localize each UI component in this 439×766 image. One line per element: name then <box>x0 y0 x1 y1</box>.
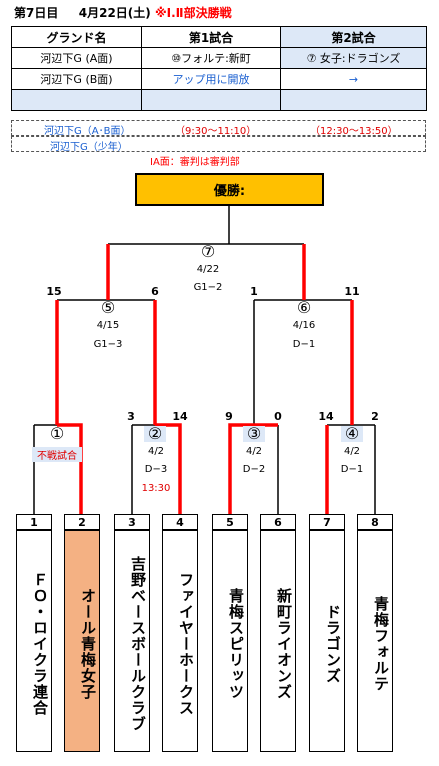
schedule-table: グランド名 第1試合 第2試合 河辺下G (A面) ⑩フォルテ:新町 ⑦ 女子:… <box>11 26 427 111</box>
date-label: 4月22日(土) <box>78 6 151 20</box>
match-7-number: ⑦ <box>200 242 216 261</box>
match-4-score-right: 2 <box>371 410 379 423</box>
match-4-venue: D−1 <box>340 464 364 475</box>
team-4-name: ファイヤーホークス <box>162 530 198 752</box>
youth-row <box>11 136 426 152</box>
col-game1: 第1試合 <box>141 26 281 48</box>
row2-ground: 河辺下G (B面) <box>11 68 142 90</box>
row3-game1 <box>141 89 281 111</box>
team-8-number: 8 <box>357 514 393 530</box>
match-2-date: 4/2 <box>147 446 165 457</box>
team-7-name: ドラゴンズ <box>309 530 345 752</box>
match-3-venue: D−2 <box>242 464 266 475</box>
referee-note: ⅠA面：審判は審判部 <box>150 157 240 168</box>
match-5-score-left: 15 <box>46 285 62 298</box>
row3-game2 <box>280 89 427 111</box>
match-5-number: ⑤ <box>100 298 116 317</box>
champion-label: 優勝: <box>213 184 246 199</box>
match-6-venue: D−1 <box>292 339 316 350</box>
match-1-status: 不戦試合 <box>32 447 82 462</box>
match-3-score-left: 9 <box>225 410 233 423</box>
team-1-name: ＦＯ・ロイクラ連合 <box>16 530 52 752</box>
match-3-score-right: 0 <box>274 410 282 423</box>
match-1-number: ① <box>49 424 65 443</box>
match-4-number: ④ <box>341 426 363 442</box>
match-2-score-right: 14 <box>172 410 188 423</box>
champion-box: 優勝: <box>135 173 324 206</box>
match-5-date: 4/15 <box>96 320 120 331</box>
col-ground: グランド名 <box>11 26 142 48</box>
day-label: 第7日目 <box>14 6 59 20</box>
col-game2: 第2試合 <box>280 26 427 48</box>
team-1-number: 1 <box>16 514 52 530</box>
match-6-number: ⑥ <box>296 298 312 317</box>
time-ground: 河辺下G（A･B面） <box>44 126 131 137</box>
header-note: ※Ⅰ.Ⅱ部決勝戦 <box>154 6 232 20</box>
team-4-number: 4 <box>162 514 198 530</box>
row2-game1: アップ用に開放 <box>141 68 281 90</box>
youth-ground: 河辺下G（少年） <box>50 142 128 153</box>
time-row <box>11 120 426 136</box>
match-2-venue: D−3 <box>144 464 168 475</box>
team-5-name: 青梅スピリッツ <box>212 530 248 752</box>
team-5-number: 5 <box>212 514 248 530</box>
match-6-score-right: 11 <box>344 285 360 298</box>
team-2-number: 2 <box>64 514 100 530</box>
time-game2: （12:30〜13:50） <box>310 126 398 137</box>
team-7-number: 7 <box>309 514 345 530</box>
match-6-date: 4/16 <box>292 320 316 331</box>
match-4-score-left: 14 <box>318 410 334 423</box>
match-7-date: 4/22 <box>196 264 220 275</box>
match-6-score-left: 1 <box>250 285 258 298</box>
team-3-number: 3 <box>114 514 150 530</box>
match-3-date: 4/2 <box>245 446 263 457</box>
match-4-date: 4/2 <box>343 446 361 457</box>
time-game1: （9:30〜11:10） <box>175 126 257 137</box>
match-3-number: ③ <box>243 426 265 442</box>
match-5-score-right: 6 <box>151 285 159 298</box>
row1-game2: ⑦ 女子:ドラゴンズ <box>280 47 427 69</box>
match-5-venue: G1−3 <box>93 339 123 350</box>
match-2-number: ② <box>144 426 166 442</box>
team-6-number: 6 <box>260 514 296 530</box>
team-3-name: 吉野ベースボールクラブ <box>114 530 150 752</box>
row3-ground <box>11 89 142 111</box>
team-6-name: 新町ライオンズ <box>260 530 296 752</box>
team-2-name: オール青梅女子 <box>64 530 100 752</box>
match-2-score-left: 3 <box>127 410 135 423</box>
page-header: 第7日目 4月22日(土) ※Ⅰ.Ⅱ部決勝戦 <box>14 4 232 21</box>
team-8-name: 青梅フォルテ <box>357 530 393 752</box>
match-2-time: 13:30 <box>141 483 171 494</box>
match-7-venue: G1−2 <box>193 282 223 293</box>
